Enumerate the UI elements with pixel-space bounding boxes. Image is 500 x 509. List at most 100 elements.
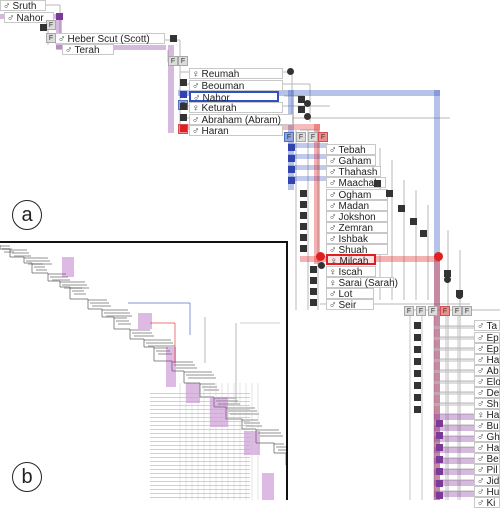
person-label[interactable]: ♂Ep: [474, 332, 500, 343]
person-label[interactable]: ♀Milcah: [326, 254, 376, 265]
overview-mark: [150, 441, 250, 442]
person-label[interactable]: ♂Lot: [326, 288, 374, 299]
person-label[interactable]: ♀Sarai (Sarah): [326, 277, 394, 288]
family-marker[interactable]: F: [440, 306, 450, 316]
person-label[interactable]: ♂Ogham: [326, 189, 388, 200]
person-label[interactable]: ♂Ta: [474, 320, 500, 331]
person-marker: [300, 223, 307, 230]
overview-mark: [150, 461, 250, 462]
overview-mark: [92, 305, 111, 307]
overview-mark: [258, 432, 281, 434]
person-label[interactable]: ♂Ha: [474, 354, 500, 365]
overview-mark: [116, 320, 129, 322]
person-marker: [56, 13, 63, 20]
person-label[interactable]: ♂Ishbak: [326, 233, 388, 244]
person-label[interactable]: ♂Seir: [326, 299, 374, 310]
overview-mark: [138, 313, 152, 329]
overview-mark: [278, 449, 288, 451]
overview-mark: [150, 497, 250, 498]
person-label[interactable]: ♂Gh: [474, 431, 500, 442]
person-label[interactable]: ♂Haran: [189, 125, 283, 136]
person-label[interactable]: ♂Terah: [62, 44, 114, 55]
person-marker: [414, 334, 421, 341]
family-marker[interactable]: F: [428, 306, 438, 316]
person-label[interactable]: ♂Abraham (Abram): [189, 114, 293, 125]
person-label[interactable]: ♂De: [474, 387, 500, 398]
person-label[interactable]: ♂Jokshon: [326, 211, 388, 222]
family-marker[interactable]: F: [452, 306, 462, 316]
overview-mark: [104, 312, 130, 314]
person-label[interactable]: ♂Ab: [474, 365, 500, 376]
person-label[interactable]: ♀Iscah: [326, 266, 376, 277]
person-label[interactable]: ♂Bu: [474, 420, 500, 431]
person-label[interactable]: ♂Zemran: [326, 222, 388, 233]
person-marker: [386, 190, 393, 197]
person-label[interactable]: ♀Reumah: [189, 68, 283, 79]
person-label[interactable]: ♂Thahash: [326, 166, 381, 177]
union-dot: [316, 252, 325, 261]
person-marker: [436, 444, 443, 451]
family-marker[interactable]: F: [308, 132, 318, 142]
overview-mark: [286, 453, 288, 455]
person-label[interactable]: ♂Be: [474, 453, 500, 464]
overview-mark: [226, 407, 255, 409]
person-label[interactable]: ♂Madan: [326, 200, 388, 211]
person-name: Haran: [202, 126, 229, 137]
union-dot: [287, 68, 294, 75]
overview-mark: [150, 477, 250, 478]
person-marker: [436, 456, 443, 463]
person-label[interactable]: ♂Elo: [474, 376, 500, 387]
person-label[interactable]: ♂Ha: [474, 442, 500, 453]
person-label[interactable]: ♂Beouman: [189, 80, 283, 91]
person-marker: [410, 218, 417, 225]
overview-mark: [150, 413, 250, 414]
overview-mark: [72, 290, 84, 292]
family-marker[interactable]: F: [168, 56, 178, 66]
person-label[interactable]: ♀Keturah: [189, 102, 283, 113]
person-label[interactable]: ♂Ep: [474, 343, 500, 354]
family-marker[interactable]: F: [318, 132, 328, 142]
family-marker[interactable]: F: [296, 132, 306, 142]
person-marker: [398, 205, 405, 212]
overview-mark: [184, 371, 212, 373]
person-label[interactable]: ♂Pil: [474, 464, 500, 475]
family-marker[interactable]: F: [462, 306, 472, 316]
family-marker[interactable]: F: [46, 20, 56, 30]
overview-mark: [150, 465, 250, 466]
person-label[interactable]: ♂Hu: [474, 486, 500, 497]
overview-mark: [26, 260, 50, 262]
person-label[interactable]: ♂Ki: [474, 497, 500, 508]
person-marker: [300, 212, 307, 219]
person-label[interactable]: ♂Tebah: [326, 144, 376, 155]
overview-mark: [32, 263, 43, 265]
overview-mark: [150, 473, 250, 474]
person-marker: [414, 358, 421, 365]
person-label[interactable]: ♂Gaham: [326, 155, 376, 166]
overview-mark: [150, 397, 250, 398]
person-label[interactable]: ♂Sruth: [0, 0, 46, 11]
family-marker[interactable]: F: [416, 306, 426, 316]
union-dot: [434, 252, 443, 261]
overview-mark: [150, 485, 250, 486]
person-marker: [180, 114, 187, 121]
highlight-band-grey: [434, 359, 474, 362]
person-label[interactable]: ♂Jid: [474, 475, 500, 486]
person-label[interactable]: ♂Sh: [474, 398, 500, 409]
person-marker: [414, 406, 421, 413]
person-label[interactable]: ♀Ha: [474, 409, 500, 420]
overview-mark: [242, 419, 258, 421]
person-marker: [300, 201, 307, 208]
family-marker[interactable]: F: [46, 33, 56, 43]
male-icon: ♂: [7, 13, 15, 24]
family-marker[interactable]: F: [404, 306, 414, 316]
overview-mark: [70, 287, 82, 289]
person-label[interactable]: ♂Heber Scut (Scott): [55, 33, 165, 44]
family-marker[interactable]: F: [284, 132, 294, 142]
overview-mark: [146, 342, 173, 344]
family-marker[interactable]: F: [178, 56, 188, 66]
overview-mark: [274, 443, 284, 445]
person-name: Sruth: [13, 1, 37, 12]
male-icon: ♂: [329, 178, 337, 189]
overview-mark: [132, 332, 152, 334]
person-label[interactable]: ♂Nahor: [189, 91, 279, 102]
